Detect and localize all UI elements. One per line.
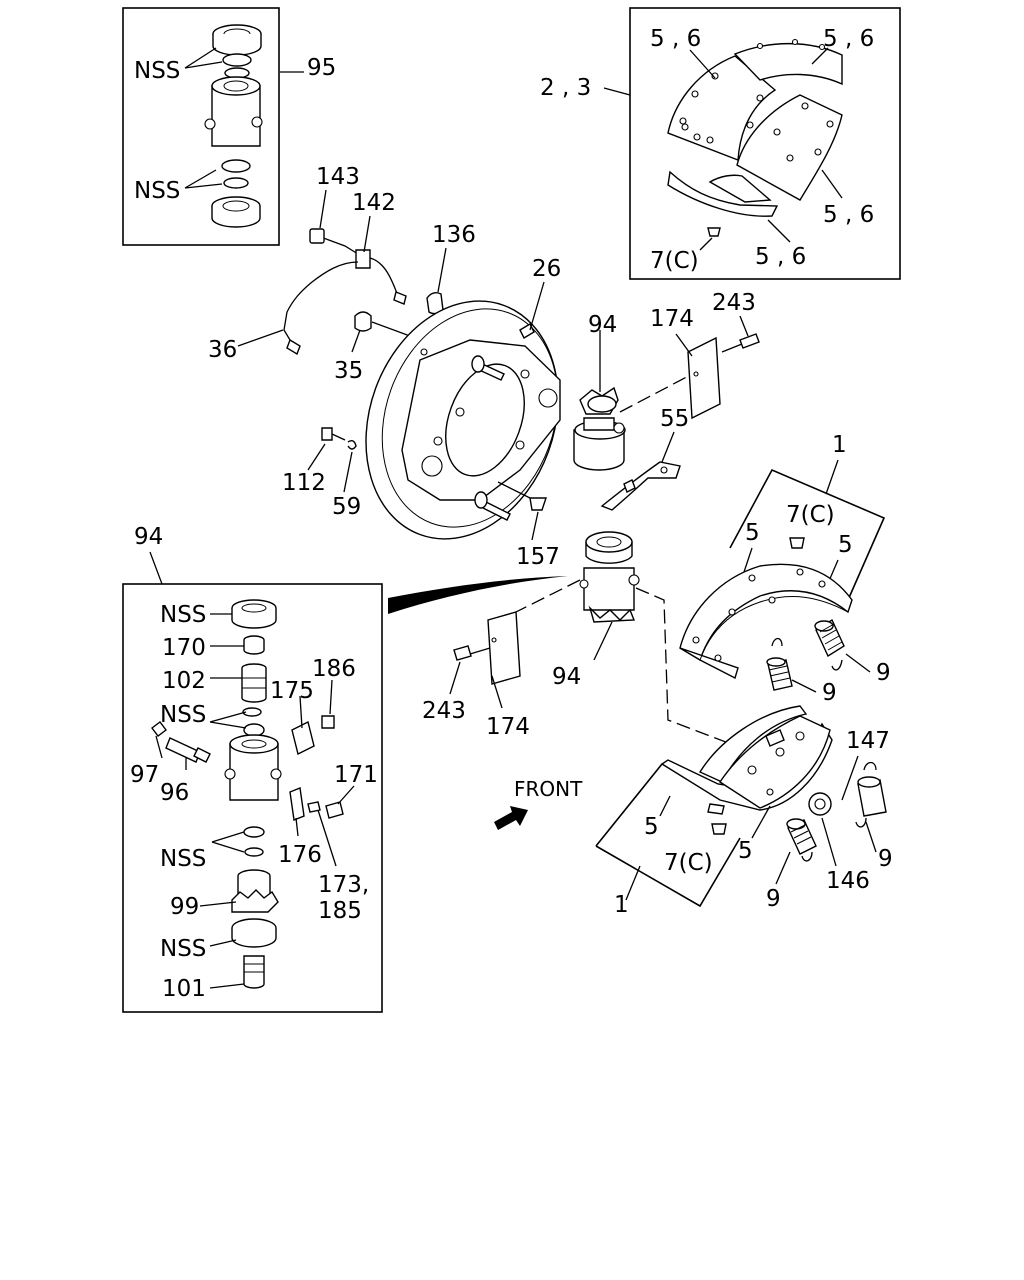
label-5-upper-b: 5 xyxy=(838,532,853,558)
label-174-mid: 174 xyxy=(486,714,530,740)
label-5-6-c: 5 , 6 xyxy=(823,202,874,228)
part-157-bolt: 157 xyxy=(497,481,560,570)
lower-shoe-group xyxy=(595,705,833,908)
upper-springs-9: 9 9 xyxy=(766,618,891,706)
part-55-bracket: 55 xyxy=(600,406,689,511)
label-170: 170 xyxy=(162,635,206,661)
label-185: 185 xyxy=(318,898,362,924)
label-36: 36 xyxy=(208,337,237,363)
part-112-bolt: 112 59 xyxy=(282,427,361,520)
part-136-plug: 136 xyxy=(426,222,476,315)
label-5-low-a: 5 xyxy=(644,814,659,840)
label-nss-top-1: NSS xyxy=(134,58,180,84)
label-94-mid: 94 xyxy=(552,664,581,690)
label-5-6-a: 5 , 6 xyxy=(650,26,701,52)
label-9-a: 9 xyxy=(876,660,891,686)
label-nss-4: NSS xyxy=(160,936,206,962)
label-101: 101 xyxy=(162,976,206,1002)
label-7c-upper: 7(C) xyxy=(786,502,835,528)
label-7c-low: 7(C) xyxy=(664,850,713,876)
middle-wheel-cylinder: 94 xyxy=(499,531,761,756)
lower-springs-9: 146 9 9 xyxy=(766,761,893,912)
label-94-top: 94 xyxy=(588,312,617,338)
backing-plate: 26 xyxy=(365,256,561,540)
label-55: 55 xyxy=(660,406,689,432)
label-99: 99 xyxy=(170,894,199,920)
inset-95-wheel-cylinder-kit xyxy=(122,7,304,246)
label-186: 186 xyxy=(312,656,356,682)
label-136: 136 xyxy=(432,222,476,248)
upper-shim-174: 174 243 xyxy=(650,290,760,420)
label-176: 176 xyxy=(278,842,322,868)
label-243-top: 243 xyxy=(712,290,756,316)
front-label: FRONT xyxy=(514,777,583,801)
upper-shoe-group: 1 7(C) 5 5 xyxy=(679,432,886,680)
label-173: 173, xyxy=(318,872,369,898)
label-7c-box: 7(C) xyxy=(650,248,699,274)
label-94-inset: 94 xyxy=(134,524,163,550)
label-143: 143 xyxy=(316,164,360,190)
detail-pointer xyxy=(388,576,568,614)
label-175: 175 xyxy=(270,678,314,704)
label-95: 95 xyxy=(307,55,336,81)
front-arrow-icon xyxy=(494,806,528,830)
label-102: 102 xyxy=(162,668,206,694)
label-nss-2: NSS xyxy=(160,702,206,728)
inset-94-wheel-cylinder-exploded: 94 xyxy=(122,524,383,1013)
middle-shim-174: 243 174 xyxy=(422,611,530,740)
upper-wheel-cylinder: 94 xyxy=(573,312,701,471)
label-5-low-b: 5 xyxy=(738,838,753,864)
label-243-mid: 243 xyxy=(422,698,466,724)
part-35-grommet: 35 xyxy=(334,311,411,384)
label-9-c: 9 xyxy=(766,886,781,912)
label-35: 35 xyxy=(334,358,363,384)
label-5-upper-a: 5 xyxy=(745,520,760,546)
label-112: 112 xyxy=(282,470,326,496)
label-2-3: 2 , 3 xyxy=(540,75,591,101)
label-171: 171 xyxy=(334,762,378,788)
label-9-b: 9 xyxy=(822,680,837,706)
label-5-6-d: 5 , 6 xyxy=(755,244,806,270)
label-nss-1: NSS xyxy=(160,602,206,628)
label-142: 142 xyxy=(352,190,396,216)
inset-2-3-brake-lining-set xyxy=(603,7,901,280)
label-9-d: 9 xyxy=(878,846,893,872)
label-174-top: 174 xyxy=(650,306,694,332)
label-5-6-b: 5 , 6 xyxy=(823,26,874,52)
label-1-lower: 1 xyxy=(614,892,629,918)
label-97: 97 xyxy=(130,762,159,788)
label-nss-3: NSS xyxy=(160,846,206,872)
label-59: 59 xyxy=(332,494,361,520)
label-96: 96 xyxy=(160,780,189,806)
label-26: 26 xyxy=(532,256,561,282)
label-1-upper: 1 xyxy=(832,432,847,458)
label-146: 146 xyxy=(826,868,870,894)
label-nss-top-2: NSS xyxy=(134,178,180,204)
label-147: 147 xyxy=(846,728,890,754)
label-157: 157 xyxy=(516,544,560,570)
brake-pipe xyxy=(237,228,407,356)
